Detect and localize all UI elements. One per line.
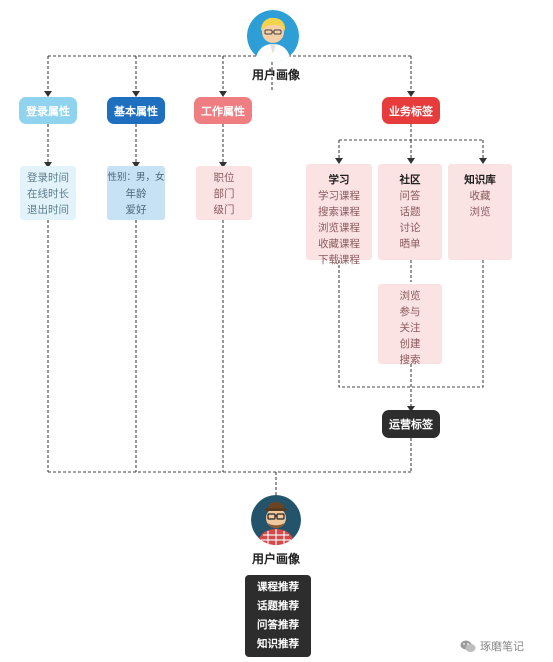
study-item: 学习课程 <box>318 190 360 202</box>
arrow-login-panel <box>44 162 52 168</box>
action-item: 关注 <box>399 322 421 334</box>
top-avatar <box>247 10 299 62</box>
panel-item: 部门 <box>213 188 235 200</box>
study-panel: 学习 学习课程 搜索课程 浏览课程 收藏课程 下载课程 <box>306 164 372 266</box>
connector-knowledge-loop <box>411 260 484 388</box>
arrow-basic-panel <box>132 162 140 168</box>
study-item: 浏览课程 <box>318 222 360 234</box>
basic-attributes-panel: 性别：男，女 年龄 爱好 <box>107 166 165 220</box>
recommendation-item: 知识推荐 <box>257 638 299 650</box>
arrow-community <box>407 158 415 164</box>
user-avatar-icon <box>247 10 299 62</box>
arrow-business <box>407 91 415 97</box>
work-attributes-panel: 职位 部门 级门 <box>196 166 252 220</box>
study-title: 学习 <box>328 174 350 186</box>
arrow-work-panel <box>219 162 227 168</box>
watermark-text: 琢磨笔记 <box>480 640 524 653</box>
action-item: 搜索 <box>399 354 421 366</box>
top-title: 用户画像 <box>251 68 300 82</box>
recommendations-box: 课程推荐 话题推荐 问答推荐 知识推荐 <box>245 575 311 657</box>
watermark: 琢磨笔记 <box>460 638 524 654</box>
wechat-icon <box>460 640 476 652</box>
arrow-ops <box>407 406 415 412</box>
arrow-study <box>335 158 343 164</box>
panel-item: 登录时间 <box>27 172 69 184</box>
recommendation-item: 课程推荐 <box>257 581 299 593</box>
login-attributes-panel: 登录时间 在线时长 退出时间 <box>20 166 76 220</box>
arrow-basic <box>132 91 140 97</box>
knowledge-item: 收藏 <box>469 190 491 202</box>
arrow-knowledge <box>479 158 487 164</box>
arrow-login <box>44 91 52 97</box>
knowledge-panel: 知识库 收藏 浏览 <box>448 164 512 260</box>
community-item: 话题 <box>399 206 421 218</box>
panel-item: 职位 <box>213 172 235 184</box>
knowledge-item: 浏览 <box>469 206 491 218</box>
panel-item: 性别：男，女 <box>107 172 165 183</box>
knowledge-title: 知识库 <box>464 174 496 186</box>
community-item: 讨论 <box>399 222 421 234</box>
arrow-work <box>219 91 227 97</box>
action-item: 浏览 <box>399 290 421 302</box>
panel-item: 爱好 <box>125 204 147 216</box>
study-item: 收藏课程 <box>318 238 360 250</box>
tag-login-attributes: 登录属性 <box>19 97 77 124</box>
action-item: 参与 <box>399 306 421 318</box>
panel-item: 退出时间 <box>27 204 69 216</box>
community-title: 社区 <box>399 174 421 186</box>
action-item: 创建 <box>399 338 421 350</box>
actions-panel: 浏览 参与 关注 创建 搜索 <box>378 284 442 366</box>
tag-business-labels: 业务标签 <box>382 97 440 124</box>
study-item: 下载课程 <box>318 254 360 266</box>
bottom-title: 用户画像 <box>251 552 300 566</box>
community-panel: 社区 问答 话题 讨论 晒单 <box>378 164 442 260</box>
panel-item: 级门 <box>213 204 235 216</box>
recommendation-item: 话题推荐 <box>257 600 299 612</box>
tag-work-attributes: 工作属性 <box>194 97 252 124</box>
recommendation-item: 问答推荐 <box>257 619 299 631</box>
tag-basic-attributes: 基本属性 <box>107 97 165 124</box>
panel-item: 在线时长 <box>27 188 69 200</box>
bottom-avatar <box>251 495 301 545</box>
panel-item: 年龄 <box>125 188 147 200</box>
study-item: 搜索课程 <box>318 206 360 218</box>
tag-operations-labels: 运营标签 <box>382 410 440 438</box>
user-avatar-icon <box>251 495 301 545</box>
connector-study-loop <box>338 260 411 388</box>
community-item: 问答 <box>399 190 421 202</box>
community-item: 晒单 <box>399 238 421 250</box>
